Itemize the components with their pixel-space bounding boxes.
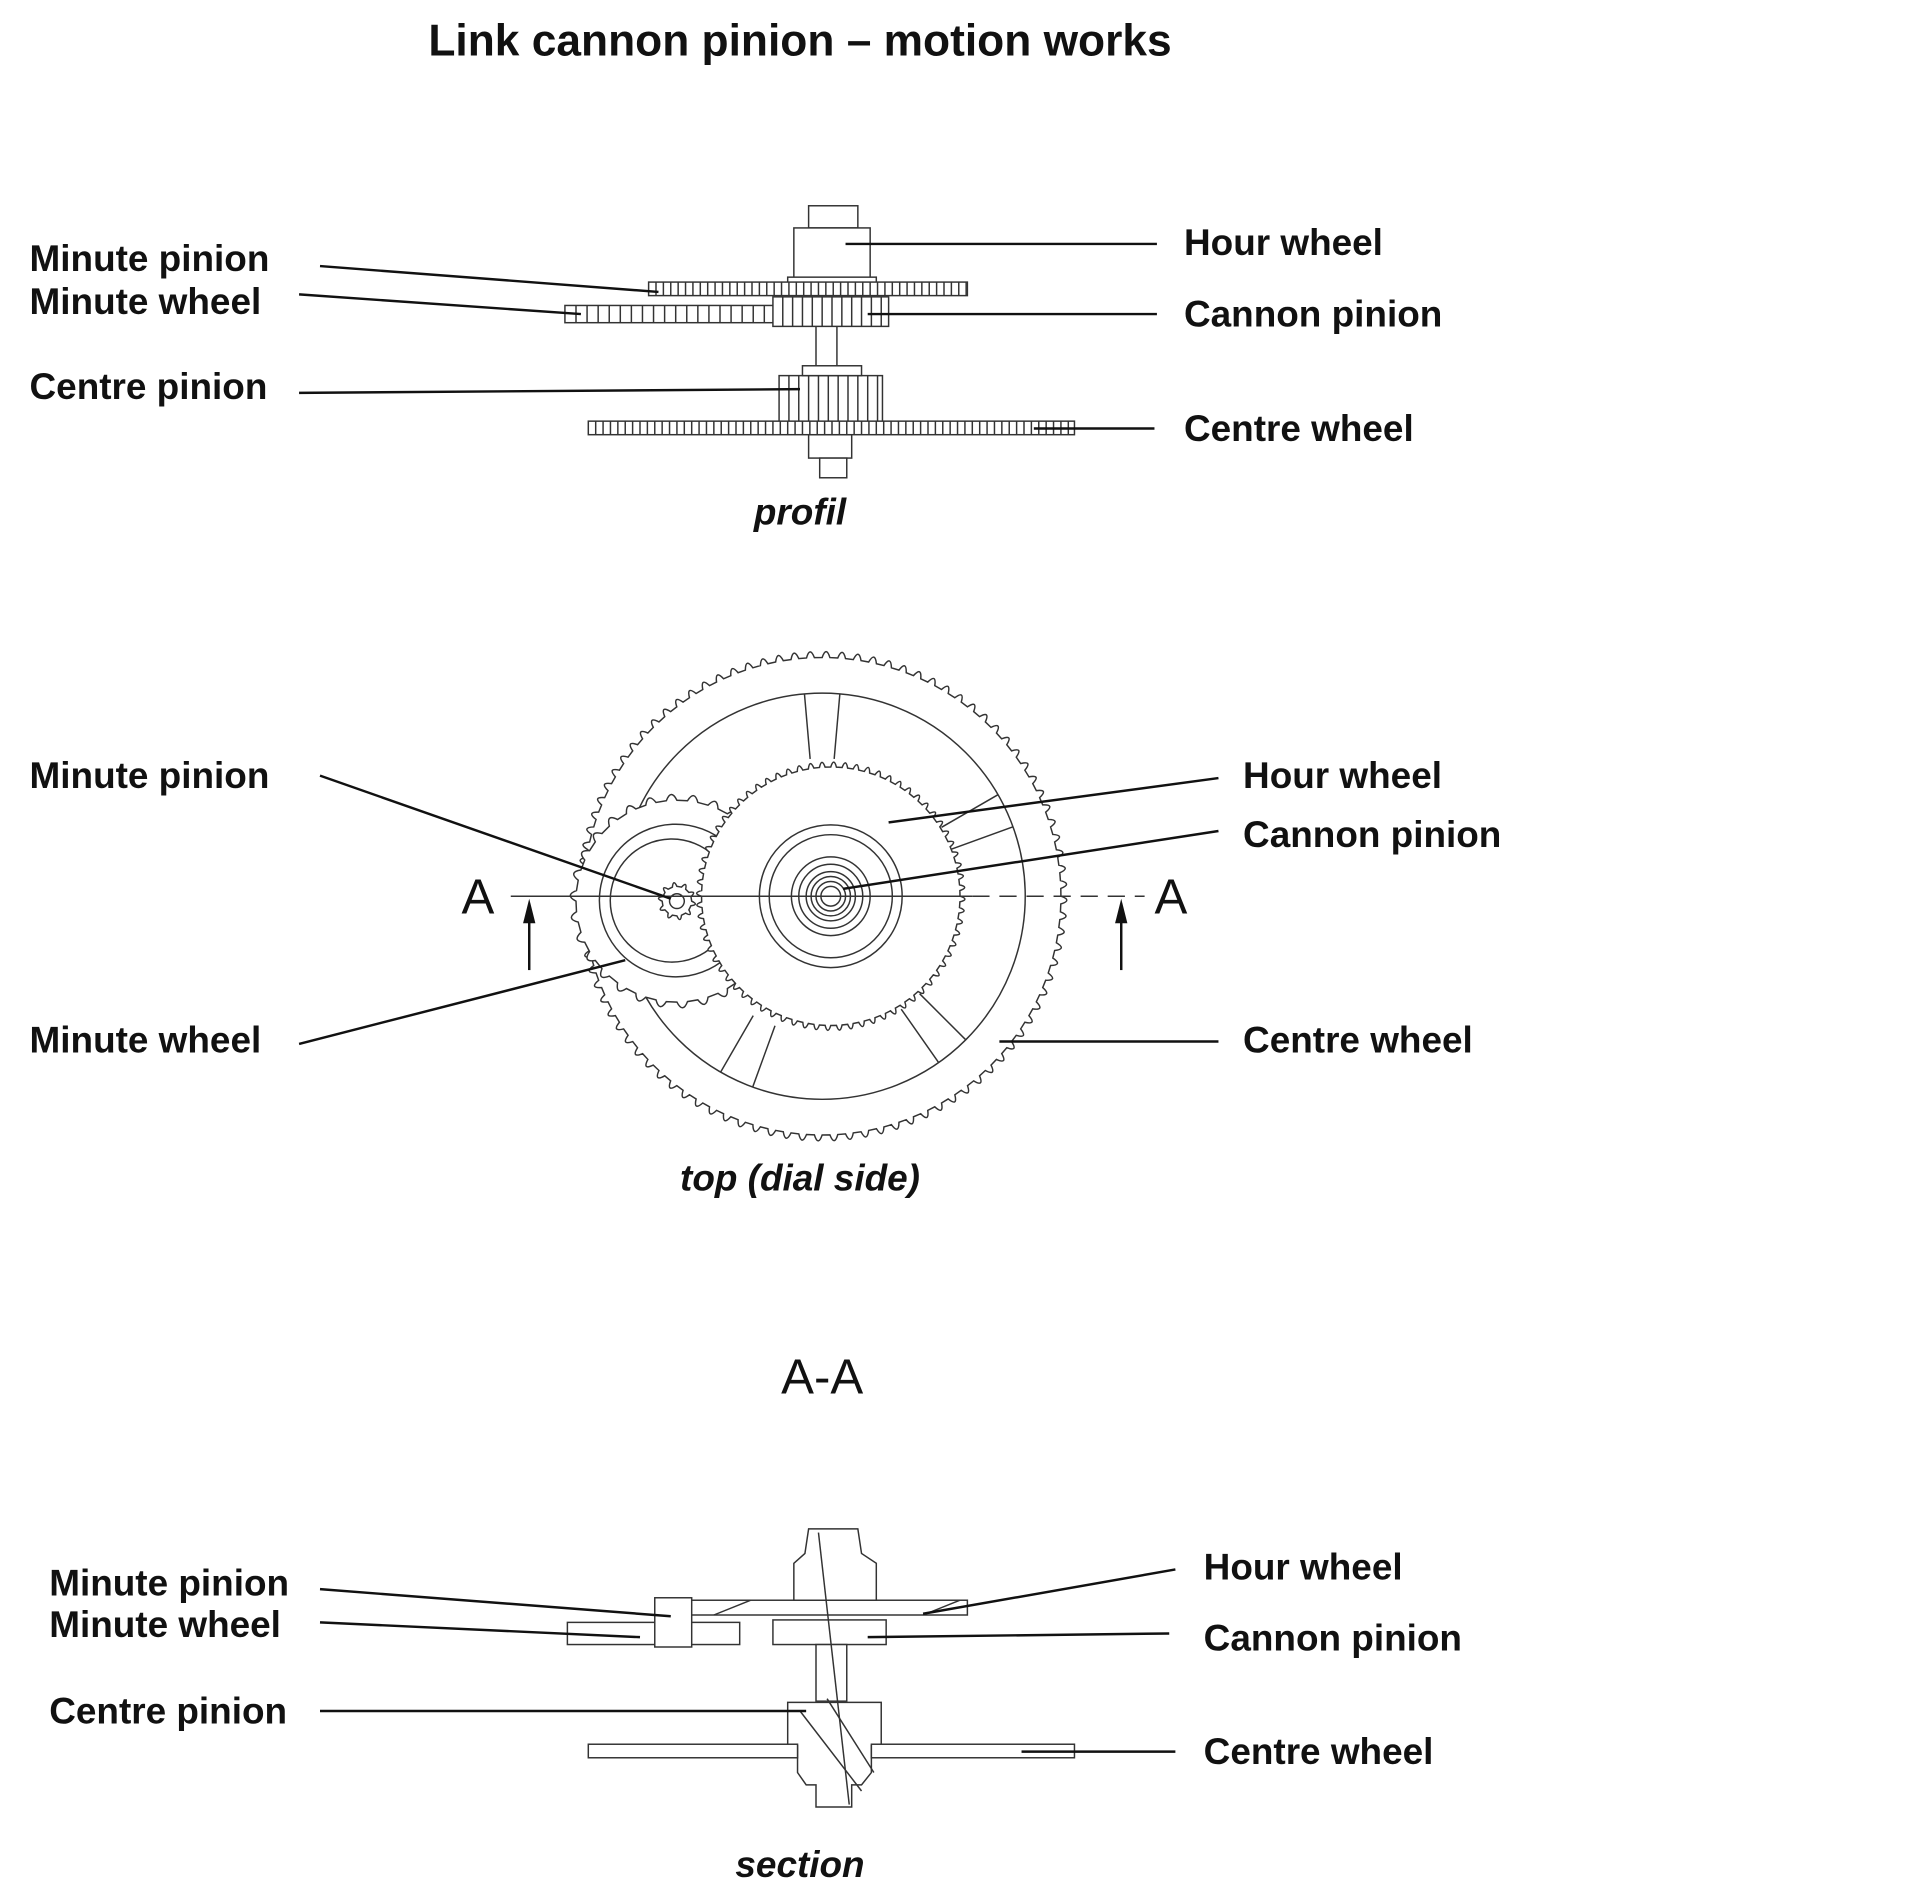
section-label-centre-wheel: Centre wheel — [1204, 1731, 1434, 1772]
profile-drawing — [564, 205, 1076, 479]
top-label-minute-wheel: Minute wheel — [30, 1020, 262, 1061]
top-caption: top (dial side) — [680, 1157, 920, 1198]
profile-label-minute-pinion: Minute pinion — [30, 238, 270, 279]
section-arrow-left — [523, 898, 536, 971]
section-label-hour-wheel: Hour wheel — [1204, 1546, 1403, 1587]
profile-label-centre-wheel: Centre wheel — [1184, 408, 1414, 449]
profile-hour-wheel — [647, 281, 969, 297]
section-view: A-A Minute pinion Minute wheel Centre pi… — [49, 1349, 1462, 1885]
section-mark-right: A — [1154, 869, 1187, 924]
profile-centre-pinion — [778, 374, 884, 424]
section-mark-left: A — [462, 869, 495, 924]
profile-centre-pinion-collar — [801, 365, 863, 377]
section-label-centre-pinion: Centre pinion — [49, 1690, 287, 1731]
section-drawing — [566, 1528, 1076, 1808]
top-label-cannon-pinion: Cannon pinion — [1243, 814, 1501, 855]
top-minute-wheel-arc-inner — [609, 838, 715, 963]
section-label-minute-pinion: Minute pinion — [49, 1562, 289, 1603]
top-view: A A Minute pinion Minute wheel Hour whee… — [30, 650, 1501, 1198]
profile-label-minute-wheel: Minute wheel — [30, 281, 262, 322]
top-label-centre-wheel: Centre wheel — [1243, 1020, 1473, 1061]
section-label-minute-wheel: Minute wheel — [49, 1604, 281, 1645]
top-label-minute-pinion: Minute pinion — [30, 755, 270, 796]
profile-centre-wheel — [587, 420, 1076, 436]
profile-view: Minute pinion Minute wheel Centre pinion… — [30, 205, 1442, 533]
section-arrow-right — [1115, 898, 1128, 971]
top-minute-pinion-hole — [668, 893, 686, 910]
diagram-title: Link cannon pinion – motion works — [428, 17, 1171, 66]
profile-label-hour-wheel: Hour wheel — [1184, 222, 1383, 263]
section-caption: section — [735, 1844, 864, 1885]
section-heading: A-A — [781, 1349, 863, 1404]
profile-caption: profil — [753, 492, 847, 533]
profile-cannon-pinion — [772, 296, 890, 328]
section-label-cannon-pinion: Cannon pinion — [1204, 1618, 1462, 1659]
top-minute-wheel-arc — [598, 823, 727, 978]
top-label-hour-wheel: Hour wheel — [1243, 755, 1442, 796]
profile-minute-wheel — [564, 304, 789, 324]
profile-label-cannon-pinion: Cannon pinion — [1184, 293, 1442, 334]
top-minute-pinion — [657, 882, 697, 921]
profile-label-centre-pinion: Centre pinion — [30, 366, 268, 407]
